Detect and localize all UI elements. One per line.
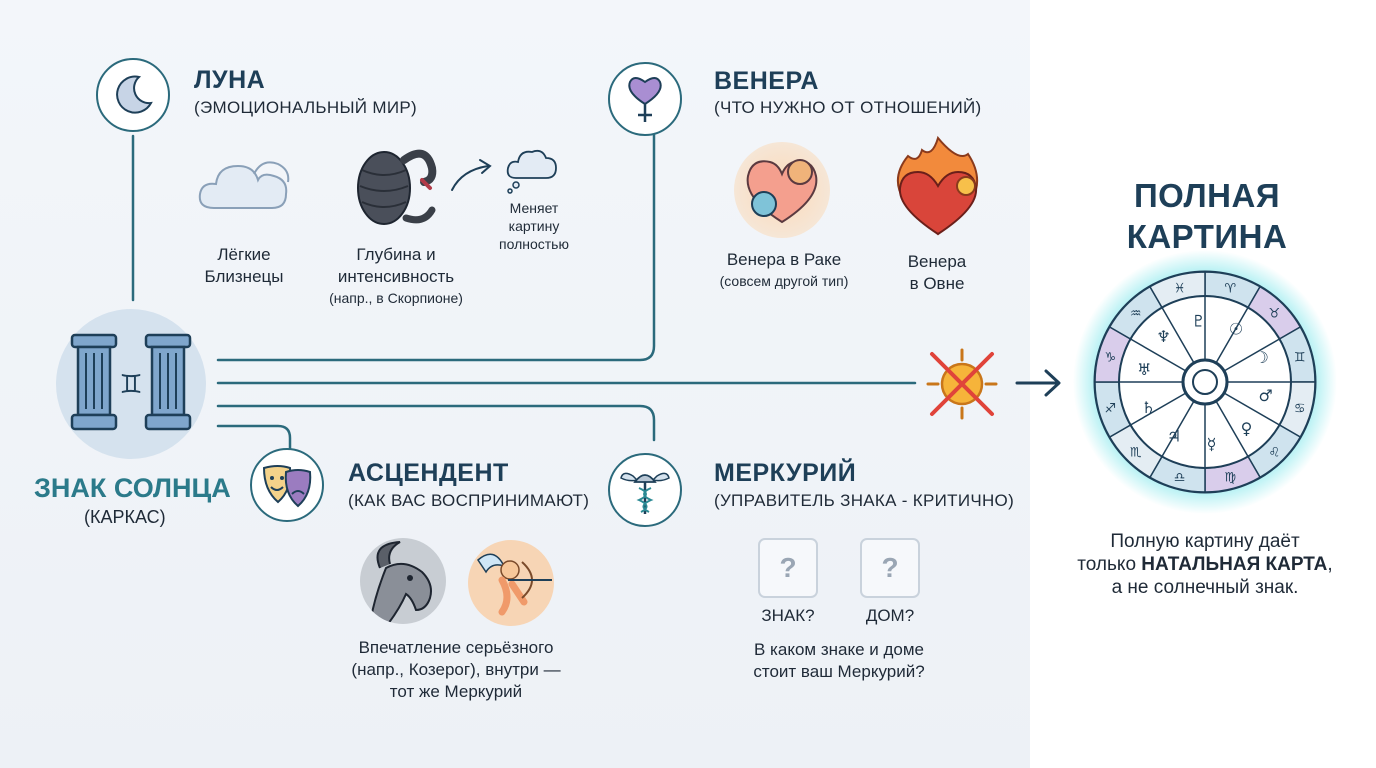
house-line [1161, 400, 1195, 457]
goat-icon [368, 541, 432, 624]
planet-glyphs: ☉ ☽ ♂ ♀ ☿ ♃ ♄ ♅ ♆ ♇ [1137, 311, 1273, 453]
planet-glyph: ♆ [1156, 327, 1170, 346]
zodiac-signs: ♈ ♉ ♊ ♋ ♌ ♍ ♎ ♏ ♐ ♑ ♒ ♓ [1105, 281, 1306, 485]
wheel-rings [1093, 270, 1317, 494]
planet-glyph: ♃ [1167, 427, 1181, 446]
house-line [1130, 338, 1187, 372]
sign-question-box: ? [758, 538, 818, 598]
venus-circle [608, 62, 682, 136]
mercury-title: МЕРКУРИЙ [714, 459, 857, 487]
scorpion-icon [357, 149, 437, 225]
zodiac-glyph: ♋ [1294, 401, 1306, 416]
caduceus-icon [620, 472, 670, 514]
thought-cloud-icon [506, 149, 557, 194]
zodiac-glyph: ♌ [1268, 445, 1280, 460]
light-cloud-icon [198, 161, 290, 209]
house-line [1161, 307, 1195, 364]
moon-subtitle: (ЭМОЦИОНАЛЬНЫЙ МИР) [194, 98, 417, 117]
zodiac-glyph: ♓ [1174, 281, 1186, 296]
zodiac-glyph: ♊ [1294, 351, 1306, 366]
planet-glyph: ☽ [1254, 348, 1268, 367]
heart-crab-icon [746, 159, 818, 224]
house-question-box: ? [860, 538, 920, 598]
gemini-pillars-icon: ♊ [70, 333, 192, 431]
planet-glyph: ☉ [1229, 319, 1243, 338]
ascendant-caption: Впечатление серьёзного(напр., Козерог), … [351, 638, 561, 701]
venus-title: ВЕНЕРА [714, 67, 819, 95]
center-core [1192, 369, 1218, 395]
house-line [1215, 400, 1249, 457]
sun-sign-title: ЗНАК СОЛНЦА [34, 473, 231, 503]
house-question-label: ДОМ? [865, 606, 915, 625]
house-line [1215, 307, 1249, 364]
moon-circle [96, 58, 170, 132]
house-line [1223, 338, 1280, 372]
sun-sign-subtitle: (КАРКАС) [84, 507, 166, 527]
natal-chart-wheel: ♈ ♉ ♊ ♋ ♌ ♍ ♎ ♏ ♐ ♑ ♒ ♓ ☉ ☽ ♂ ♀ ☿ ♃ ♄ ♅ ♆ ♇ [1073, 250, 1337, 514]
ascendant-title: АСЦЕНДЕНТ [348, 459, 509, 487]
crossed-sun-icon [926, 348, 998, 420]
venus-cancer-badge [734, 142, 830, 238]
fire-heart-icon [897, 135, 979, 236]
zodiac-glyph: ♉ [1268, 307, 1280, 322]
mercury-line [216, 404, 656, 442]
planet-glyph: ☿ [1207, 435, 1217, 454]
sun-sign-badge: ♊ [56, 309, 206, 459]
conclusion-text: Полную картину даёт только НАТАЛЬНАЯ КАР… [1077, 531, 1333, 598]
sagittarius-badge [468, 540, 554, 626]
theater-masks-icon [262, 465, 312, 508]
gemini-glyph: ♊ [119, 370, 142, 400]
planet-glyph: ♅ [1137, 360, 1151, 379]
zodiac-glyph: ♍ [1225, 471, 1237, 486]
planet-glyph: ♇ [1191, 311, 1205, 330]
capricorn-badge [360, 538, 446, 624]
zodiac-glyph: ♒ [1130, 307, 1142, 322]
moon-title: ЛУНА [194, 66, 266, 94]
zodiac-glyph: ♏ [1130, 445, 1142, 460]
zodiac-glyph: ♑ [1105, 351, 1117, 366]
venus-line [216, 133, 656, 362]
zodiac-glyph: ♎ [1174, 471, 1186, 486]
arrow-right-icon [1015, 369, 1061, 397]
curved-arrow-icon [451, 159, 492, 191]
ascendant-circle [250, 448, 324, 522]
venus-example-cancer: Венера в Раке (совсем другой тип) [719, 250, 849, 289]
planet-glyph: ♄ [1141, 398, 1155, 417]
mercury-subtitle: (УПРАВИТЕЛЬ ЗНАКА - КРИТИЧНО) [714, 491, 1015, 510]
zodiac-glyph: ♐ [1105, 401, 1117, 416]
house-line [1130, 392, 1187, 426]
mercury-circle [608, 453, 682, 527]
planet-glyph: ♂ [1258, 386, 1272, 405]
cupid-archer-icon [477, 553, 552, 616]
venus-subtitle: (ЧТО НУЖНО ОТ ОТНОШЕНИЙ) [714, 98, 982, 117]
crescent-moon-icon [116, 75, 153, 114]
planet-glyph: ♀ [1241, 419, 1253, 438]
venus-heart-icon [628, 77, 662, 122]
zodiac-glyph: ♈ [1225, 281, 1237, 296]
house-line [1223, 392, 1280, 426]
ascendant-subtitle: (КАК ВАС ВОСПРИНИМАЮТ) [348, 491, 590, 510]
asc-line [216, 424, 292, 450]
sign-question-label: ЗНАК? [761, 606, 815, 625]
